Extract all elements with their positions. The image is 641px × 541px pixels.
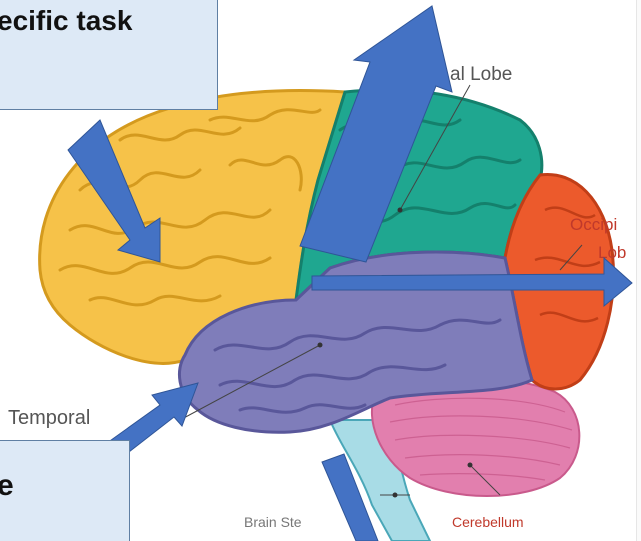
label-cerebellum: Cerebellum xyxy=(452,514,524,530)
top-text-box: ecific task xyxy=(0,0,218,110)
bottom-box-text: e xyxy=(0,469,14,503)
label-occipital-lobe-line2: Lob xyxy=(598,243,626,262)
label-parietal-lobe: al Lobe xyxy=(450,64,512,85)
right-edge-strip xyxy=(636,0,641,541)
label-occipital-lobe-line1: Occipi xyxy=(570,215,617,234)
label-temporal-lobe: Temporal xyxy=(8,407,90,429)
top-box-text: ecific task xyxy=(0,5,132,37)
label-brain-stem: Brain Ste xyxy=(244,514,302,530)
bottom-text-box: e xyxy=(0,440,130,541)
